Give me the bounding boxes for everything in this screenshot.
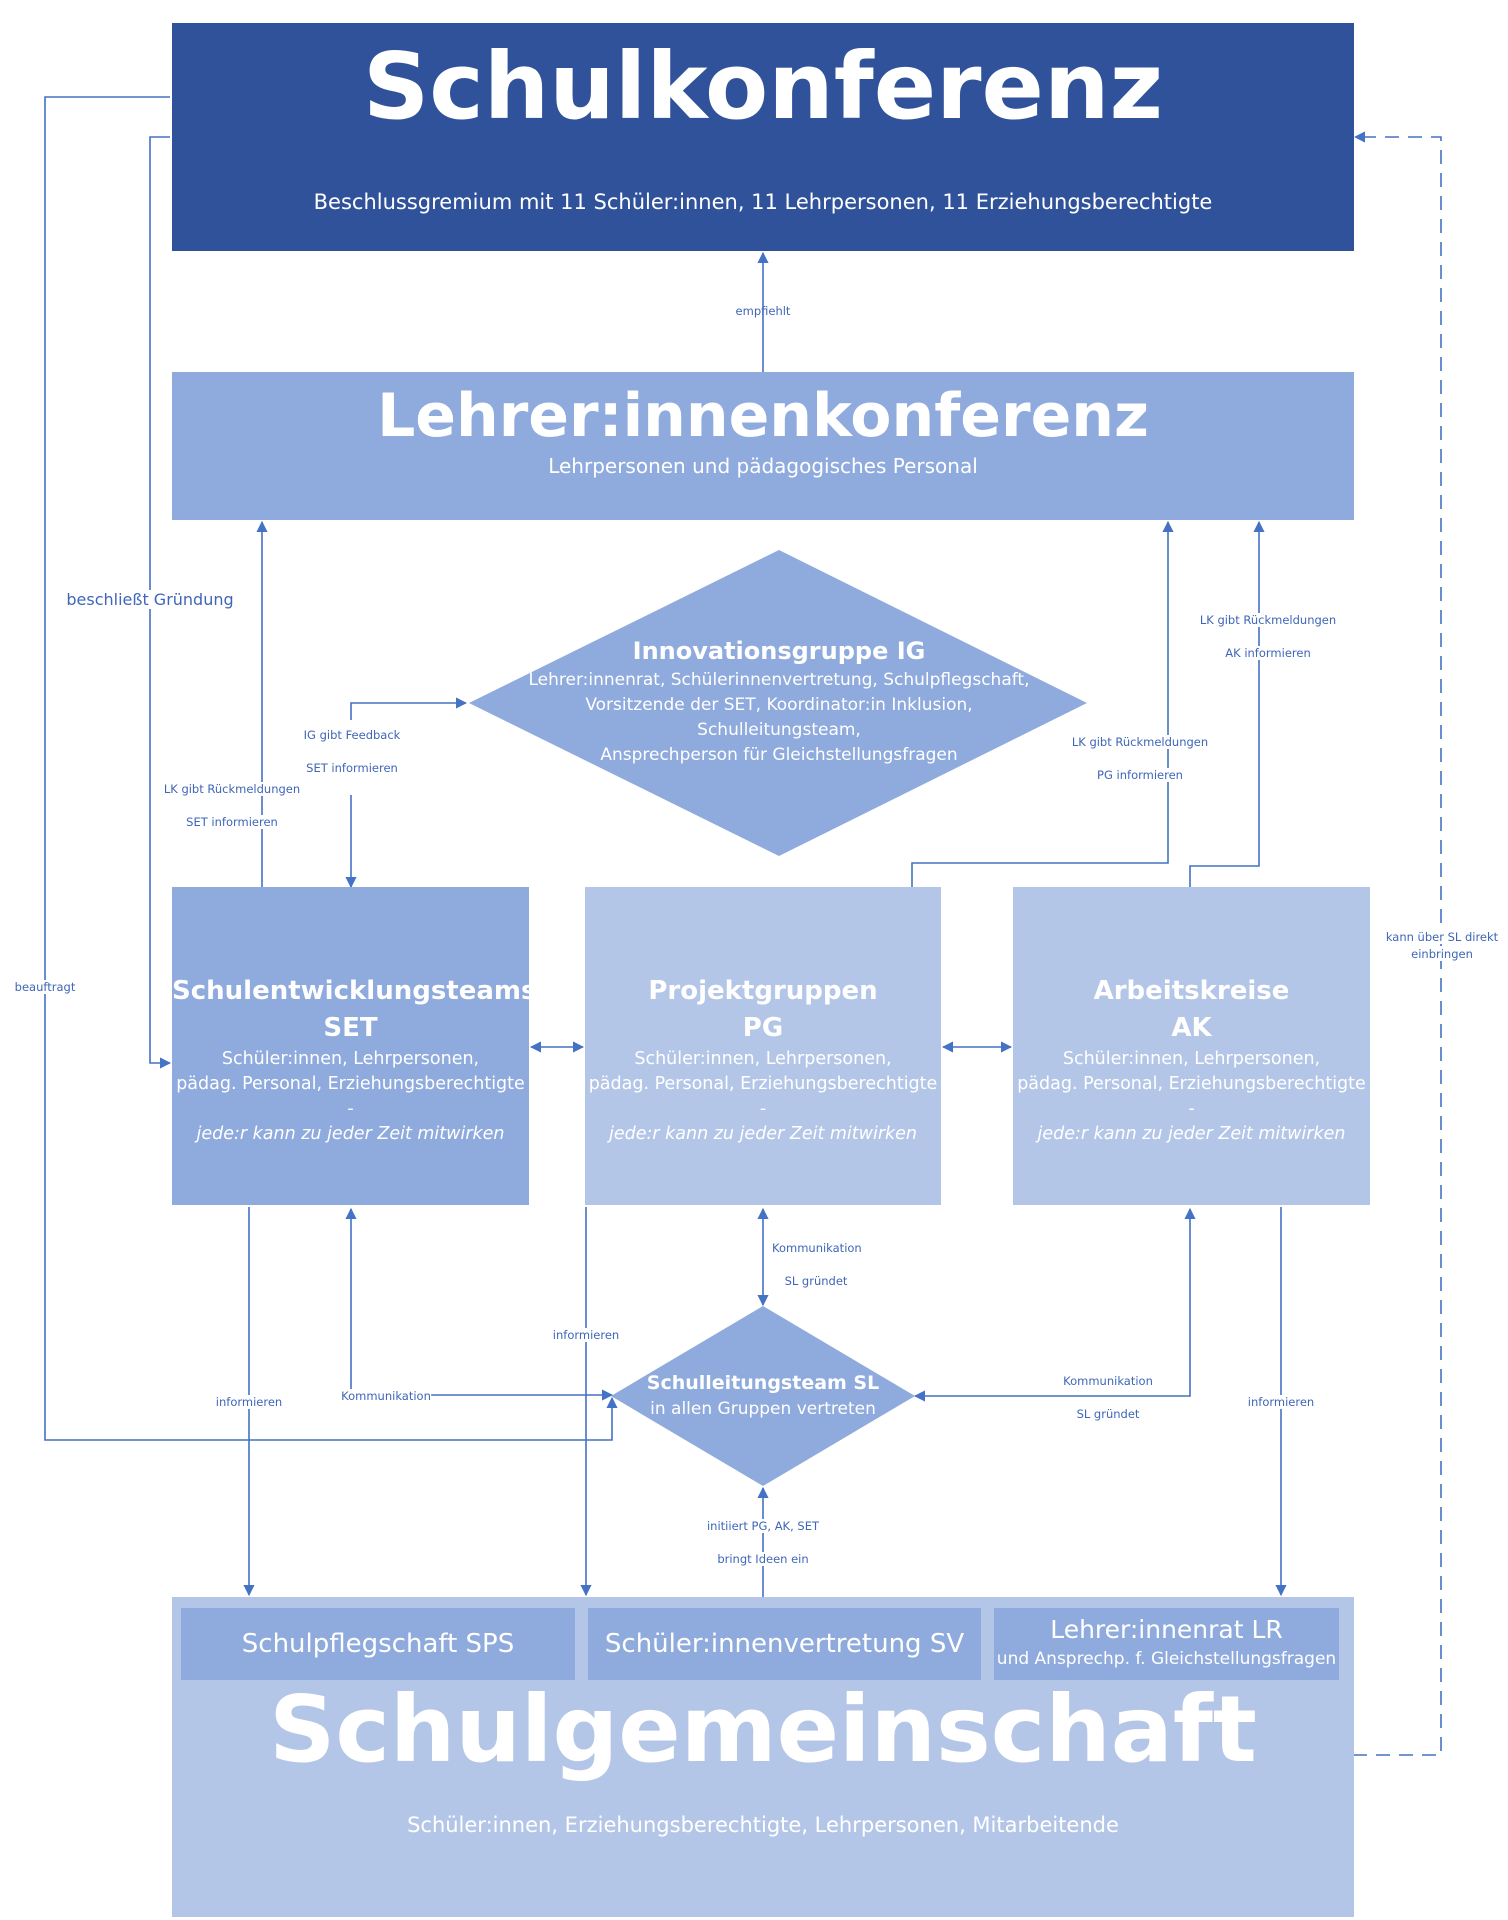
schulkonferenz-box: Schulkonferenz Beschlussgremium mit 11 S… (172, 23, 1354, 251)
innovationsgruppe-text: Innovationsgruppe IG Lehrer:innenrat, Sc… (520, 634, 1038, 768)
group-set-members: Schüler:innen, Lehrpersonen, (221, 1049, 480, 1069)
group-pg-abbr: PG (742, 1013, 784, 1043)
label-beauftragt: beauftragt (14, 980, 76, 994)
label-pg-informieren: PG informieren (1097, 768, 1183, 782)
label-empfiehlt: empfiehlt (735, 304, 791, 318)
group-set: Schulentwicklungsteams SET Schüler:innen… (172, 887, 537, 1205)
label-kommunikation-ak: Kommunikation (1063, 1374, 1153, 1388)
subbox-lehrerrat: Lehrer:innenrat LR und Ansprechp. f. Gle… (994, 1608, 1339, 1680)
subbox-lehrerrat-title: Lehrer:innenrat LR (1050, 1615, 1283, 1644)
schulleitung-title: Schulleitungsteam SL (646, 1372, 880, 1394)
label-set-informieren: SET informieren (306, 761, 398, 775)
label-einbringen: einbringen (1411, 947, 1473, 961)
schulleitung-subtitle: in allen Gruppen vertreten (650, 1399, 876, 1419)
group-pg-title: Projektgruppen (648, 976, 878, 1006)
subbox-schuelervertretung-label: Schüler:innenvertretung SV (604, 1629, 965, 1659)
group-set-members: pädag. Personal, Erziehungsberechtigte - (176, 1074, 525, 1119)
label-informieren-set: informieren (215, 1395, 283, 1409)
group-ak-members: pädag. Personal, Erziehungsberechtigte - (1017, 1074, 1366, 1119)
subbox-schulpflegschaft: Schulpflegschaft SPS (181, 1608, 575, 1680)
label-ak-informieren: AK informieren (1225, 646, 1311, 660)
label-set-informieren: SET informieren (186, 815, 278, 829)
label-initiiert: initiiert PG, AK, SET (706, 1519, 820, 1533)
arrow-pg-to-lk (911, 520, 1174, 887)
group-ak-note: jede:r kann zu jeder Zeit mitwirken (1037, 1124, 1346, 1144)
innovationsgruppe-title: Innovationsgruppe IG (632, 637, 926, 665)
innovationsgruppe-line: Schulleitungsteam, (697, 720, 861, 740)
label-informieren-ak: informieren (1247, 1395, 1315, 1409)
group-pg-members: pädag. Personal, Erziehungsberechtigte - (588, 1074, 938, 1119)
group-pg-note: jede:r kann zu jeder Zeit mitwirken (608, 1124, 918, 1144)
label-informieren-pg: informieren (552, 1328, 620, 1342)
innovationsgruppe-line: Lehrer:innenrat, Schülerinnenvertretung,… (528, 670, 1030, 690)
group-set-title: Schulentwicklungsteams (172, 976, 537, 1006)
arrow-ak-kommunikation (913, 1207, 1196, 1402)
diamond-innovationsgruppe (469, 550, 1087, 856)
schulgemeinschaft-subtitle: Schüler:innen, Erziehungsberechtigte, Le… (407, 1813, 1119, 1837)
group-set-note: jede:r kann zu jeder Zeit mitwirken (196, 1124, 505, 1144)
schulkonferenz-subtitle: Beschlussgremium mit 11 Schüler:innen, 1… (313, 190, 1213, 214)
group-ak: Arbeitskreise AK Schüler:innen, Lehrpers… (1013, 887, 1370, 1205)
group-pg-members: Schüler:innen, Lehrpersonen, (634, 1049, 892, 1069)
label-lk-rueckmeldungen-pg: LK gibt Rückmeldungen (1071, 735, 1209, 749)
label-kann-ueber-sl: kann über SL direkt (1385, 930, 1499, 944)
lehrerkonferenz-subtitle: Lehrpersonen und pädagogisches Personal (548, 454, 978, 478)
group-pg: Projektgruppen PG Schüler:innen, Lehrper… (585, 887, 941, 1205)
schulleitung-text: Schulleitungsteam SL in allen Gruppen ve… (620, 1370, 906, 1422)
arrow-kann-ueber-sl (1353, 131, 1442, 1756)
arrow-set-kommunikation (345, 1207, 614, 1401)
innovationsgruppe-line: Vorsitzende der SET, Koordinator:in Inkl… (585, 695, 973, 715)
label-sl-gruendet-ak: SL gründet (1076, 1407, 1140, 1421)
lehrerkonferenz-title: Lehrer:innenkonferenz (377, 381, 1149, 451)
lehrerkonferenz-box: Lehrer:innenkonferenz Lehrpersonen und p… (172, 372, 1354, 520)
label-kommunikation-set: Kommunikation (341, 1389, 431, 1403)
label-beschliesst-gruendung: beschließt Gründung (64, 590, 236, 609)
subbox-schuelervertretung: Schüler:innenvertretung SV (588, 1608, 981, 1680)
arrow-ak-to-lk (1189, 520, 1265, 887)
schulgemeinschaft-title: Schulgemeinschaft (269, 1676, 1257, 1783)
label-lk-rueckmeldungen-set: LK gibt Rückmeldungen (163, 782, 301, 796)
subbox-schulpflegschaft-label: Schulpflegschaft SPS (241, 1629, 515, 1659)
group-set-abbr: SET (323, 1013, 378, 1043)
label-kommunikation-pg: Kommunikation (772, 1241, 862, 1255)
group-ak-title: Arbeitskreise (1093, 976, 1290, 1006)
label-sl-gruendet-pg: SL gründet (784, 1274, 848, 1288)
label-bringt-ideen: bringt Ideen ein (717, 1552, 809, 1566)
label-ig-feedback: IG gibt Feedback (303, 728, 401, 742)
arrow-beauftragt (44, 96, 618, 1441)
diamond-schulleitung (611, 1306, 915, 1486)
schulkonferenz-title: Schulkonferenz (363, 33, 1163, 140)
group-ak-abbr: AK (1171, 1013, 1212, 1043)
arrow-set-to-ig (350, 697, 468, 720)
innovationsgruppe-line: Ansprechperson für Gleichstellungsfragen (600, 745, 958, 765)
label-lk-rueckmeldungen-ak: LK gibt Rückmeldungen (1199, 613, 1337, 627)
group-ak-members: Schüler:innen, Lehrpersonen, (1062, 1049, 1321, 1069)
subbox-lehrerrat-subtitle: und Ansprechp. f. Gleichstellungsfragen (996, 1649, 1337, 1669)
